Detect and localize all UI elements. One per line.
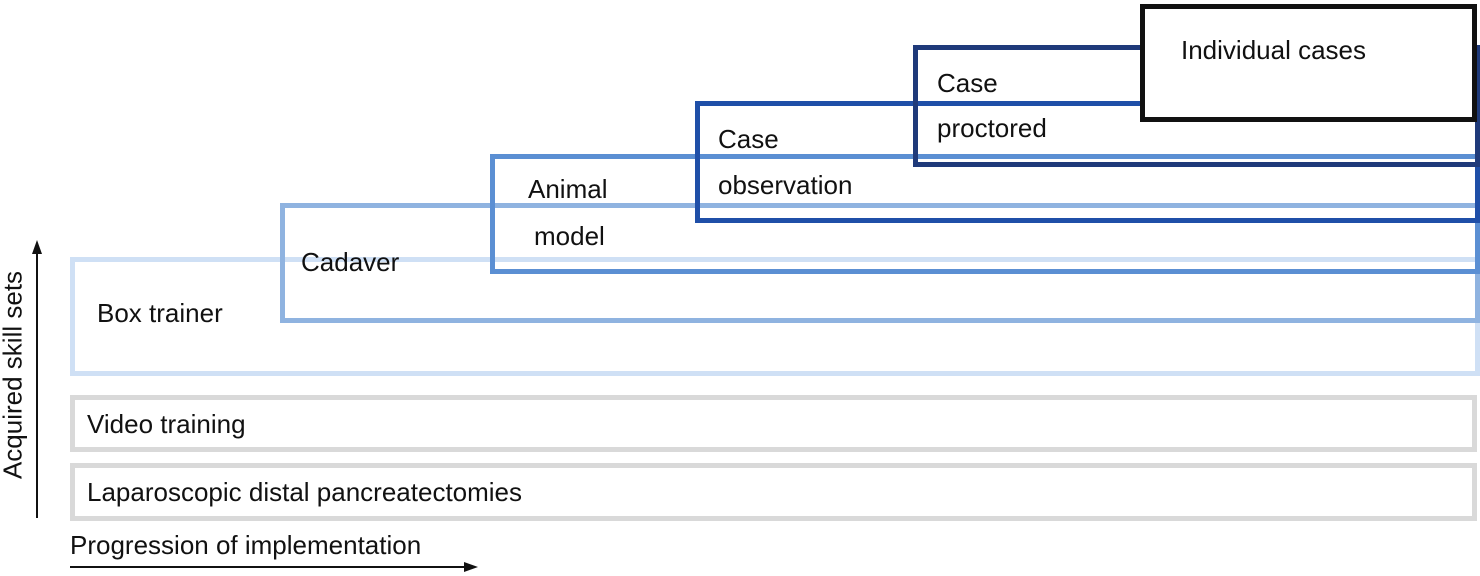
case-proctored-label-line2: proctored: [937, 113, 1047, 143]
case-proctored-label-line1: Case: [937, 68, 998, 98]
individual-cases-box: [1140, 4, 1477, 122]
case-observation-label-line2: observation: [718, 170, 853, 200]
y-axis-label: Acquired skill sets: [0, 270, 28, 480]
animal-model-label-line1: Animal: [528, 174, 608, 204]
video-training-label: Video training: [87, 409, 246, 439]
lap-distal-label: Laparoscopic distal pancreatectomies: [87, 477, 523, 507]
x-axis-arrowhead: [464, 562, 478, 572]
y-axis-arrowhead: [32, 240, 42, 254]
individual-cases-label: Individual cases: [1181, 35, 1366, 65]
video-training-box: [70, 395, 1477, 452]
x-axis-label: Progression of implementation: [70, 530, 422, 560]
cadaver-label: Cadaver: [301, 247, 400, 277]
box-trainer-label: Box trainer: [97, 298, 223, 328]
case-observation-label-line1: Case: [718, 124, 779, 154]
animal-model-label-line2: model: [534, 221, 605, 251]
lap-distal-box: [70, 463, 1477, 521]
